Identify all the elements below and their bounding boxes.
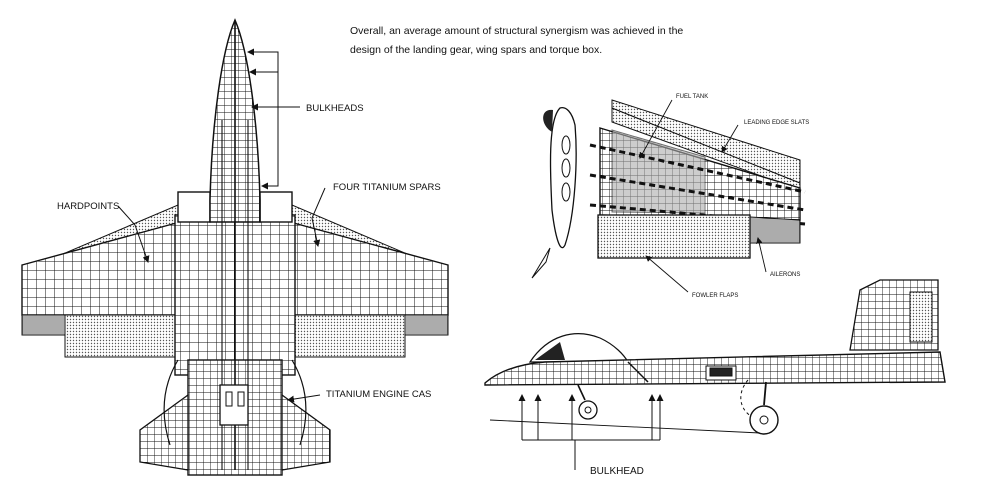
left-intake	[177, 191, 211, 223]
fowler-flap	[597, 214, 751, 259]
label-ailerons: AILERONS	[770, 272, 800, 278]
side-view-aircraft	[484, 279, 946, 435]
right-fin	[291, 359, 307, 446]
top-view-aircraft	[21, 18, 449, 476]
caption-line-2: design of the landing gear, wing spars a…	[350, 44, 602, 56]
right-wing	[289, 221, 449, 316]
label-leading-edge-slats: LEADING EDGE SLATS	[744, 120, 809, 126]
wing-detail	[531, 99, 806, 279]
left-tailplane	[139, 393, 189, 471]
label-hardpoints: HARDPOINTS	[57, 201, 119, 212]
side-view-leaders	[518, 394, 664, 470]
label-bulkhead: BULKHEAD	[590, 466, 644, 477]
right-flap	[282, 314, 406, 358]
label-fowler-flaps: FOWLER FLAPS	[692, 293, 738, 299]
aileron	[749, 216, 801, 244]
right-wingtip-dark	[402, 314, 449, 336]
right-tailplane	[281, 393, 331, 471]
left-fin	[163, 359, 179, 446]
label-bulkheads: BULKHEADS	[306, 103, 364, 114]
left-wing	[21, 221, 181, 316]
label-titanium-engine-case: TITANIUM ENGINE CAS	[326, 389, 431, 400]
caption-line-1: Overall, an average amount of structural…	[350, 25, 683, 37]
label-fuel-tank: FUEL TANK	[676, 94, 708, 100]
left-flap	[64, 314, 188, 358]
label-four-titanium-spars: FOUR TITANIUM SPARS	[333, 182, 441, 193]
wing-detail-leaders	[639, 99, 767, 293]
airfoil-section	[549, 106, 577, 249]
top-view-leaders	[117, 48, 326, 403]
fuel-tank-region	[611, 129, 706, 214]
right-intake	[259, 191, 293, 223]
left-wingtip-dark	[21, 314, 68, 336]
